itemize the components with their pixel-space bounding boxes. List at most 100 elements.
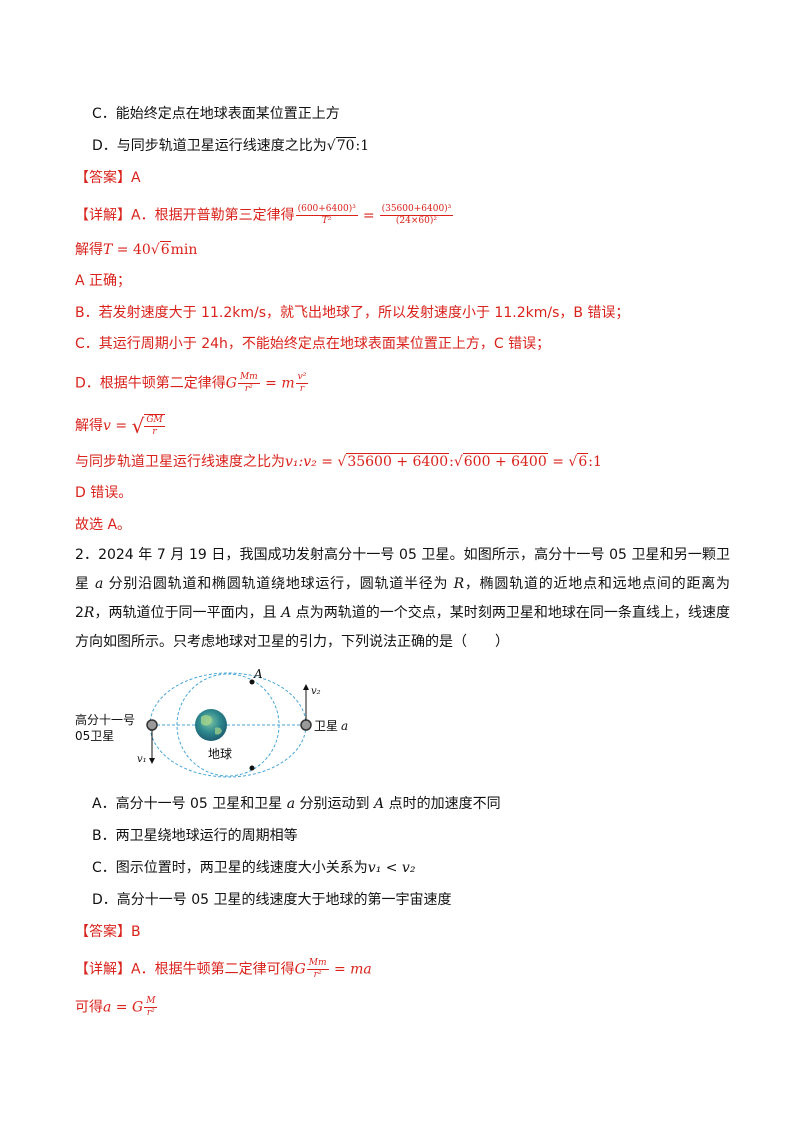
newton-frac-1-den: r² — [244, 384, 253, 394]
sqrt-42000-radicand: 35600 + 6400 — [346, 453, 450, 470]
solve-v-eq: = — [110, 418, 132, 434]
solve-v-prefix: 解得 — [75, 418, 103, 434]
gm-den: r — [152, 427, 157, 437]
q2-answer-label-text: 【答案】B — [75, 924, 141, 940]
kepler-eq: = — [362, 207, 375, 224]
sqrt-70: √70 — [326, 137, 356, 154]
q2-detail-a-text: A．根据牛顿第二定律可得 — [131, 961, 295, 978]
d-G: G — [225, 375, 237, 392]
solve-v-var: v — [103, 418, 111, 434]
q2-answer-label: 【答案】B — [75, 922, 141, 942]
stem-var-R: R — [453, 576, 465, 592]
prev-c-text: C．其运行周期小于 24h，不能始终定点在地球表面某位置正上方，C 错误； — [75, 334, 550, 354]
sqrt-7000-radicand: 600 + 6400 — [462, 453, 548, 470]
sqrt-7000: √600 + 6400 — [453, 453, 548, 470]
kepler-frac-2-num: (35600+6400)³ — [379, 204, 454, 216]
label-gaofen-line1: 高分十一号 — [75, 712, 135, 727]
kepler-frac-1-num: (600+6400)³ — [295, 204, 358, 216]
sqrt-6: √6 — [150, 241, 171, 258]
prev-answer-label: 【答案】A — [75, 168, 141, 188]
q2-solve-num: M — [144, 996, 158, 1008]
stem-part-4: ，两轨道位于同一平面内，且 — [94, 605, 282, 621]
earth-icon — [195, 709, 227, 741]
stem-var-a: a — [95, 576, 104, 592]
ratio-prefix: 与同步轨道卫星运行线速度之比为 — [75, 454, 285, 470]
label-v1: v₁ — [137, 754, 147, 765]
prev-option-d-text: D．与同步轨道卫星运行线速度之比为 — [92, 138, 327, 154]
prev-solve-T: 解得T = 40√6min — [75, 240, 197, 260]
kepler-frac-2-den: (24×60)² — [395, 216, 437, 226]
q2-option-c-text: C．图示位置时，两卫星的线速度大小关系为 — [92, 860, 368, 876]
q2-frac-den: r² — [313, 970, 322, 980]
q2-option-c-math: v₁ < v₂ — [367, 860, 416, 876]
conclusion-text: 故选 A。 — [75, 517, 132, 533]
question-2-stem: 2．2024 年 7 月 19 日，我国成功发射高分十一号 05 卫星。如图所示… — [75, 541, 730, 657]
stem-part-5: 点为两轨道的一个交点，某时刻两卫星和地球在同一条直线上，线速度方向如图所示。只考… — [75, 605, 731, 650]
q2-option-d: D．高分十一号 05 卫星的线速度大于地球的第一宇宙速度 — [92, 890, 452, 910]
q2-eq: = ma — [329, 961, 372, 978]
label-satellite-a: 卫星 — [314, 719, 338, 733]
label-satellite-a-var: a — [341, 719, 348, 733]
q2-option-a-A: A — [374, 796, 385, 812]
solve-T-var: T — [103, 242, 113, 258]
q2-solve-den: r² — [146, 1008, 155, 1018]
q2-frac-num: Mm — [306, 958, 329, 970]
b-text: B．若发射速度大于 11.2km/s，就飞出地球了，所以发射速度小于 11.2k… — [75, 305, 630, 321]
q2-solve-prefix: 可得 — [75, 999, 103, 1016]
q2-option-b: B．两卫星绕地球运行的周期相等 — [92, 826, 298, 846]
prev-option-d: D．与同步轨道卫星运行线速度之比为√70:1 — [92, 136, 369, 156]
d-text: D．根据牛顿第二定律得 — [75, 375, 226, 392]
prev-b-text: B．若发射速度大于 11.2km/s，就飞出地球了，所以发射速度小于 11.2k… — [75, 303, 629, 323]
label-point-A: A — [253, 667, 263, 681]
sqrt-6-ratio-radicand: 6 — [577, 453, 589, 470]
detail-label: 【详解】 — [75, 207, 131, 224]
stem-part-3: ，椭圆轨道的近地点和远地点间的距离为 2 — [75, 576, 731, 621]
d-wrong-text: D 错误。 — [75, 485, 133, 501]
q2-detail-label: 【详解】 — [75, 961, 131, 978]
q2-option-a-part2: 分别运动到 — [295, 796, 375, 812]
v1-arrowhead-icon — [149, 758, 155, 764]
q2-option-c: C．图示位置时，两卫星的线速度大小关系为v₁ < v₂ — [92, 858, 415, 878]
detail-a-text: A．根据开普勒第三定律得 — [131, 207, 295, 224]
q2-option-a-part1: A．高分十一号 05 卫星和卫星 — [92, 796, 287, 812]
prev-option-c-text: C．能始终定点在地球表面某位置正上方 — [92, 106, 340, 122]
prev-answer-label-text: 【答案】A — [75, 170, 141, 186]
stem-part-1: 2．2024 年 7 月 19 日，我国成功发射高分十一号 05 卫星。如图所示… — [75, 547, 730, 592]
earth-continent-icon — [201, 715, 213, 726]
stem-var-A: A — [281, 605, 292, 621]
q2-option-a: A．高分十一号 05 卫星和卫星 a 分别运动到 A 点时的加速度不同 — [92, 794, 501, 814]
stem-part-2: 分别沿圆轨道和椭圆轨道绕地球运行，圆轨道半径为 — [103, 576, 454, 592]
solve-T-prefix: 解得 — [75, 242, 103, 258]
prev-ratio: 与同步轨道卫星运行线速度之比为v₁:v₂ = √35600 + 6400:√60… — [75, 452, 602, 472]
sqrt-70-radicand: 70 — [335, 137, 356, 154]
newton-frac-2-den: r — [299, 384, 305, 394]
gm-num: GM — [144, 415, 165, 427]
kepler-frac-1-den: T² — [321, 216, 332, 226]
newton-frac-2-num: v² — [295, 372, 309, 384]
ratio-vars: v₁:v₂ — [285, 454, 317, 470]
ratio-eq2: = — [547, 454, 569, 470]
point-A-marker — [249, 679, 255, 685]
prev-d-wrong: D 错误。 — [75, 483, 132, 503]
q2-option-a-part3: 点时的加速度不同 — [384, 796, 501, 812]
solve-T-eq: = 40 — [112, 242, 151, 258]
newton-frac-1-num: Mm — [237, 372, 260, 384]
satellite-a-icon — [300, 719, 312, 731]
sqrt-42000: √35600 + 6400 — [337, 453, 450, 470]
a-correct-text: A 正确； — [75, 273, 132, 289]
q2-option-d-text: D．高分十一号 05 卫星的线速度大于地球的第一宇宙速度 — [92, 892, 452, 908]
prev-option-d-suffix: :1 — [355, 138, 370, 154]
solve-T-unit: min — [170, 242, 198, 258]
sqrt-6-radicand: 6 — [159, 241, 171, 258]
label-gaofen-line2: 05卫星 — [75, 729, 114, 743]
